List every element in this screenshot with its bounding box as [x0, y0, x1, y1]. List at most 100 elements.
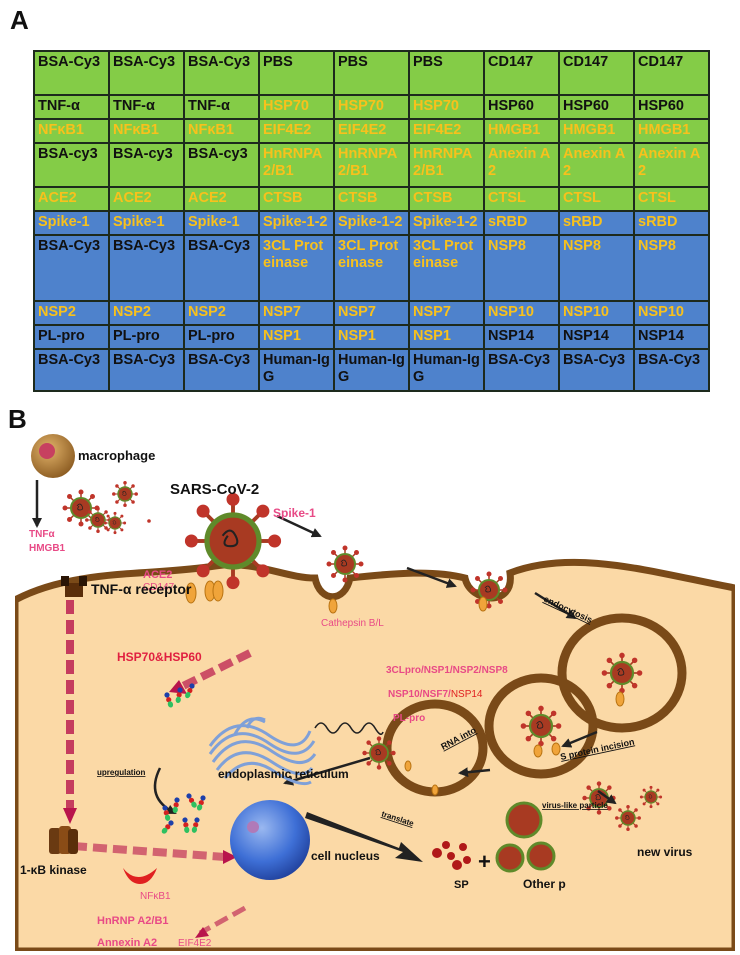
tnf-alpha-label: TNFα	[29, 529, 55, 540]
table-cell: NSP1	[333, 324, 410, 350]
endosome-2	[484, 673, 598, 779]
table-cell: CTSL	[483, 186, 560, 212]
table-cell: HnRNPA2/B1	[258, 142, 335, 188]
annexin-label: Annexin A2	[97, 937, 157, 949]
table-cell: Spike-1	[183, 210, 260, 236]
endosome-3	[557, 613, 687, 733]
arrow	[561, 730, 598, 748]
table-cell: BSA-cy3	[108, 142, 185, 188]
sp-label: SP	[454, 879, 469, 891]
table-cell: HnRNPA2/B1	[408, 142, 485, 188]
table-cell: CD147	[633, 50, 710, 96]
table-cell: NSP1	[408, 324, 485, 350]
virus-particle	[600, 651, 644, 695]
virus-particle	[325, 544, 365, 584]
table-cell: HSP70	[408, 94, 485, 120]
table-cell: ACE2	[183, 186, 260, 212]
table-cell: 3CL Proteinase	[258, 234, 335, 302]
other-proteins	[495, 801, 556, 873]
tnf-receptor-icon	[65, 583, 83, 597]
table-cell: HMGB1	[483, 118, 560, 144]
virus-particle	[361, 735, 397, 771]
nsp-list-line2-b: NSP14	[451, 689, 483, 700]
spike-proteins	[432, 841, 471, 870]
table-cell: NSP2	[33, 300, 110, 326]
nucleolus	[247, 821, 259, 833]
table-cell: PL-pro	[108, 324, 185, 350]
table-cell: 3CL Proteinase	[333, 234, 410, 302]
table-cell: BSA-Cy3	[108, 348, 185, 392]
new-virus	[614, 804, 642, 832]
table-cell: HnRNPA2/B1	[333, 142, 410, 188]
nfkb1-label: NFκB1	[140, 891, 171, 902]
table-cell: NSP10	[633, 300, 710, 326]
table-cell: 3CL Proteinase	[408, 234, 485, 302]
table-cell: NFκB1	[33, 118, 110, 144]
spike-1-label: Spike-1	[273, 506, 316, 520]
table-cell: NSP14	[633, 324, 710, 350]
table-cell: CTSL	[558, 186, 635, 212]
table-cell: BSA-cy3	[33, 142, 110, 188]
table-cell: Spike-1	[33, 210, 110, 236]
table-cell: NSP7	[333, 300, 410, 326]
table-cell: Human-IgG	[333, 348, 410, 392]
table-cell: PL-pro	[183, 324, 260, 350]
arrow	[406, 566, 457, 588]
table-cell: BSA-Cy3	[108, 234, 185, 302]
hmgb1-label: HMGB1	[29, 543, 66, 554]
table-cell: BSA-Cy3	[33, 348, 110, 392]
table-cell: HSP60	[558, 94, 635, 120]
table-cell: Anexin A2	[558, 142, 635, 188]
arrow	[153, 767, 177, 815]
sars-cov-2-label: SARS-CoV-2	[170, 481, 259, 498]
tnf-receptor-icon	[61, 576, 69, 586]
table-cell: TNF-α	[33, 94, 110, 120]
vlp-label: virus-like particle	[542, 801, 608, 810]
dashed-arrow	[72, 842, 226, 861]
table-cell: sRBD	[633, 210, 710, 236]
table-cell: Spike-1	[108, 210, 185, 236]
table-cell: CTSB	[258, 186, 335, 212]
table-cell: BSA-Cy3	[183, 348, 260, 392]
table-cell: PL-pro	[33, 324, 110, 350]
cd147-label: CD147	[143, 582, 175, 593]
table-cell: TNF-α	[183, 94, 260, 120]
spike-fragment	[147, 519, 151, 523]
table-cell: HMGB1	[558, 118, 635, 144]
table-cell: NSP7	[408, 300, 485, 326]
macrophage-nucleus	[39, 443, 55, 459]
kinase-icon	[49, 826, 78, 854]
table-cell: BSA-Cy3	[33, 234, 110, 302]
arrow	[458, 767, 491, 778]
table-cell: BSA-cy3	[183, 142, 260, 188]
table-cell: EIF4E2	[258, 118, 335, 144]
table-cell: BSA-Cy3	[183, 50, 260, 96]
pl-pro-label: PL-pro	[393, 713, 425, 724]
table-cell: HSP70	[333, 94, 410, 120]
nsp-list-line2: NSP10/NSF7/NSP14	[388, 689, 483, 700]
table-cell: TNF-α	[108, 94, 185, 120]
new-virus	[639, 785, 663, 809]
table-cell: Spike-1-2	[333, 210, 410, 236]
table-cell: HSP60	[483, 94, 560, 120]
table-cell: CD147	[558, 50, 635, 96]
table-cell: CTSB	[408, 186, 485, 212]
table-cell: HMGB1	[633, 118, 710, 144]
table-cell: Anexin A2	[483, 142, 560, 188]
panel-a-label: A	[10, 5, 29, 35]
upregulation-label: upregulation	[97, 768, 146, 777]
cell-nucleus-label: cell nucleus	[311, 849, 380, 863]
table-cell: CTSL	[633, 186, 710, 212]
table-cell: BSA-Cy3	[558, 348, 635, 392]
kinase-label: 1-κB kinase	[20, 863, 87, 877]
dashed-arrow	[177, 649, 252, 692]
